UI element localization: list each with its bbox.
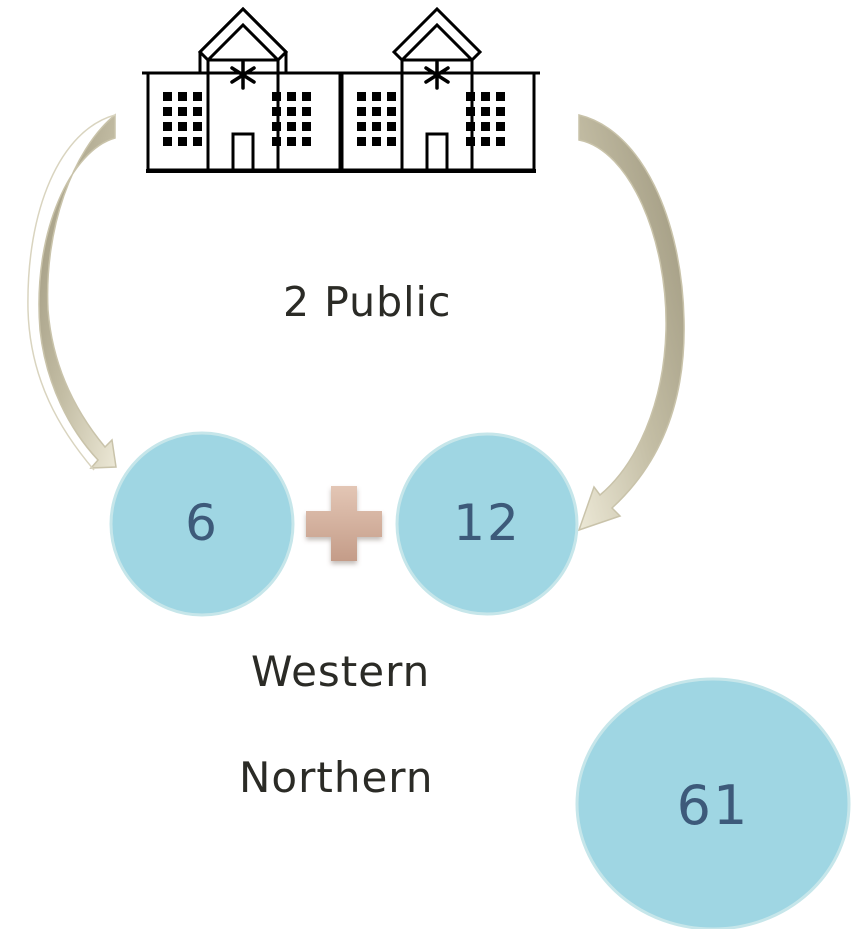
window-pane <box>272 107 281 116</box>
window-pane <box>357 107 366 116</box>
window-pane <box>163 107 172 116</box>
window-pane <box>372 137 381 146</box>
window-pane <box>272 122 281 131</box>
window-pane <box>372 122 381 131</box>
window-pane <box>496 107 505 116</box>
large-count-value: 61 <box>676 774 750 837</box>
right-count-circle <box>395 432 579 616</box>
left-count-circle <box>109 431 295 617</box>
window-pane <box>387 137 396 146</box>
window-pane <box>387 92 396 101</box>
window-pane <box>178 137 187 146</box>
window-pane <box>481 92 490 101</box>
header-label: 2 Public <box>283 278 452 326</box>
right-curved-arrow <box>577 114 685 532</box>
window-pane <box>178 107 187 116</box>
window-pane <box>387 122 396 131</box>
window-pane <box>481 122 490 131</box>
window-pane <box>466 92 475 101</box>
window-pane <box>193 107 202 116</box>
window-pane <box>193 92 202 101</box>
window-pane <box>178 92 187 101</box>
window-pane <box>357 92 366 101</box>
window-pane <box>466 137 475 146</box>
window-pane <box>357 122 366 131</box>
window-pane <box>387 107 396 116</box>
window-pane <box>372 92 381 101</box>
window-pane <box>287 137 296 146</box>
university-buildings-icon <box>142 6 540 173</box>
window-pane <box>163 92 172 101</box>
window-pane <box>163 122 172 131</box>
window-pane <box>163 137 172 146</box>
window-pane <box>287 107 296 116</box>
window-pane <box>496 92 505 101</box>
window-pane <box>466 107 475 116</box>
western-label: Western <box>251 647 431 696</box>
window-pane <box>287 122 296 131</box>
window-pane <box>272 137 281 146</box>
window-pane <box>466 122 475 131</box>
window-pane <box>357 137 366 146</box>
window-pane <box>481 107 490 116</box>
window-pane <box>302 122 311 131</box>
window-pane <box>193 122 202 131</box>
window-pane <box>287 92 296 101</box>
window-pane <box>496 122 505 131</box>
window-pane <box>302 92 311 101</box>
left-curved-arrow <box>38 113 117 469</box>
window-pane <box>481 137 490 146</box>
plus-icon <box>306 486 382 561</box>
window-pane <box>193 137 202 146</box>
window-pane <box>272 92 281 101</box>
window-pane <box>372 107 381 116</box>
building-windows <box>163 92 505 146</box>
window-pane <box>302 137 311 146</box>
large-count-circle <box>575 677 851 929</box>
right-count-value: 12 <box>453 494 521 552</box>
asterisk-icon <box>230 60 450 90</box>
window-pane <box>302 107 311 116</box>
window-pane <box>496 137 505 146</box>
left-count-value: 6 <box>185 494 219 552</box>
window-pane <box>178 122 187 131</box>
northern-label: Northern <box>239 753 434 802</box>
